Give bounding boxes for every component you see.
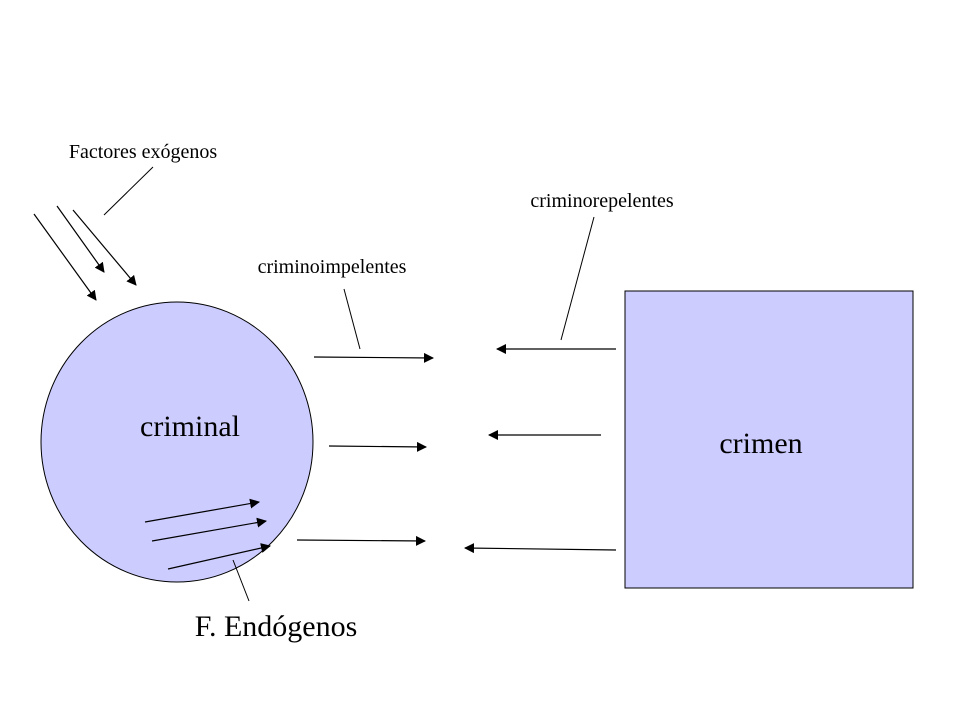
exogenous-arrow-2 <box>56 205 105 273</box>
endogenous-arrow-3 <box>167 543 271 570</box>
impellers-label: criminoimpelentes <box>258 256 407 278</box>
crime-label: crimen <box>719 427 802 460</box>
endogenous-factors-label: F. Endógenos <box>195 610 358 643</box>
impellers-leader-line <box>343 288 361 350</box>
exogenous-factors-label: Factores exógenos <box>69 141 218 163</box>
exogenous-arrow-1 <box>33 213 97 301</box>
criminal-circle <box>40 301 314 583</box>
repellers-label: criminorepelentes <box>530 190 673 212</box>
exogenous-arrow-3 <box>72 209 137 286</box>
crime-box <box>624 290 914 589</box>
criminal-label: criminal <box>140 410 240 443</box>
impeller-arrow-2 <box>328 441 427 452</box>
impeller-arrow-1 <box>313 352 434 363</box>
endogenous-arrow-1 <box>144 498 260 523</box>
exogenous-factors-leader-line <box>103 166 154 216</box>
repeller-arrow-3 <box>464 543 617 554</box>
endogenous-leader-line <box>232 559 250 602</box>
repellers-leader-line <box>560 216 595 341</box>
impeller-arrow-3 <box>296 535 426 546</box>
endogenous-arrow-2 <box>151 517 267 542</box>
